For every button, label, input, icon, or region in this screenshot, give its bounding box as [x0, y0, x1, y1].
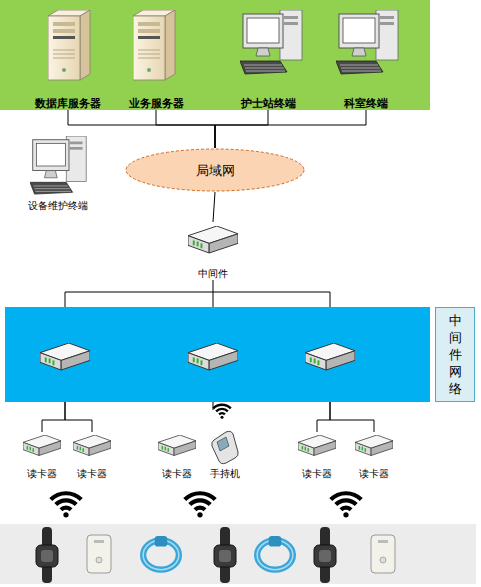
wifi-symbol — [331, 493, 361, 517]
wristband-tag — [143, 536, 179, 570]
reader-node: 读卡器 — [20, 432, 64, 480]
node-label: 护士站终端 — [241, 97, 296, 110]
connector-line — [213, 192, 215, 222]
node-label: 数据库服务器 — [35, 97, 101, 110]
node-label: 设备维护终端 — [28, 199, 88, 212]
server-node: 业务服务器 — [116, 6, 196, 110]
phone-icon — [212, 431, 238, 463]
tag-zone — [0, 524, 476, 584]
network-ellipse: 局域网 — [125, 148, 305, 192]
band-label: 中间件网络 — [448, 312, 463, 397]
reader-node: 读卡器 — [352, 432, 396, 480]
node-label: 读卡器 — [359, 467, 389, 480]
card-tag — [371, 535, 395, 573]
reader-icon — [23, 435, 61, 455]
reader-icon — [158, 435, 196, 455]
node-label: 局域网 — [196, 164, 235, 177]
wifi-symbol — [213, 405, 231, 419]
router-icon — [40, 343, 90, 370]
ellipse-shape — [126, 149, 304, 191]
wristband-tag — [36, 527, 58, 583]
connector-line — [330, 402, 374, 432]
terminal-node: 设备维护终端 — [6, 134, 110, 212]
band-label-box: 中间件网络 — [435, 307, 475, 402]
node-label: 读卡器 — [162, 467, 192, 480]
server-icon — [133, 10, 175, 80]
router-icon — [188, 343, 238, 370]
node-label: 读卡器 — [77, 467, 107, 480]
phone-body — [212, 431, 238, 463]
network-band: 中间件网络 — [5, 307, 475, 402]
blue-band — [5, 307, 430, 402]
terminal-node: 科室终端 — [324, 6, 408, 110]
node-label: 读卡器 — [302, 467, 332, 480]
server-icon — [48, 10, 90, 80]
terminal-node: 护士站终端 — [226, 6, 310, 110]
reader-node: 读卡器 — [155, 432, 199, 480]
wifi-symbol — [185, 493, 215, 517]
server-node: 数据库服务器 — [22, 6, 114, 110]
connector-line — [65, 280, 330, 307]
node-label: 中间件 — [198, 267, 228, 280]
node-label: 手持机 — [210, 467, 240, 480]
handheld-node: 手持机 — [203, 430, 247, 480]
connector-line — [42, 402, 65, 432]
wristband-tag — [314, 527, 336, 583]
reader-icon — [355, 435, 393, 455]
reader-node: 读卡器 — [70, 432, 114, 480]
connector-line — [215, 110, 268, 148]
phone-screen — [217, 437, 229, 451]
wristband-tag — [257, 536, 293, 570]
reader-icon — [73, 435, 111, 455]
connector-line — [156, 110, 215, 148]
card-tag — [87, 535, 111, 573]
middleware-node: 中间件 — [183, 222, 243, 280]
wristband-tag — [214, 527, 236, 583]
wireless-wire — [213, 402, 214, 410]
wifi-symbol — [51, 493, 81, 517]
connector-line — [65, 402, 92, 432]
reader-icon — [298, 435, 336, 455]
node-label: 科室终端 — [344, 97, 388, 110]
terminal-icon — [336, 10, 398, 74]
connector-line — [68, 110, 215, 148]
router-icon — [305, 343, 355, 370]
terminal-icon — [30, 136, 86, 194]
node-label: 读卡器 — [27, 467, 57, 480]
node-label: 业务服务器 — [129, 97, 184, 110]
connector-line — [215, 110, 366, 148]
reader-node: 读卡器 — [295, 432, 339, 480]
middleware-icon — [188, 226, 238, 253]
terminal-icon — [240, 10, 302, 74]
server-zone — [0, 0, 430, 110]
connector-line — [317, 402, 330, 432]
